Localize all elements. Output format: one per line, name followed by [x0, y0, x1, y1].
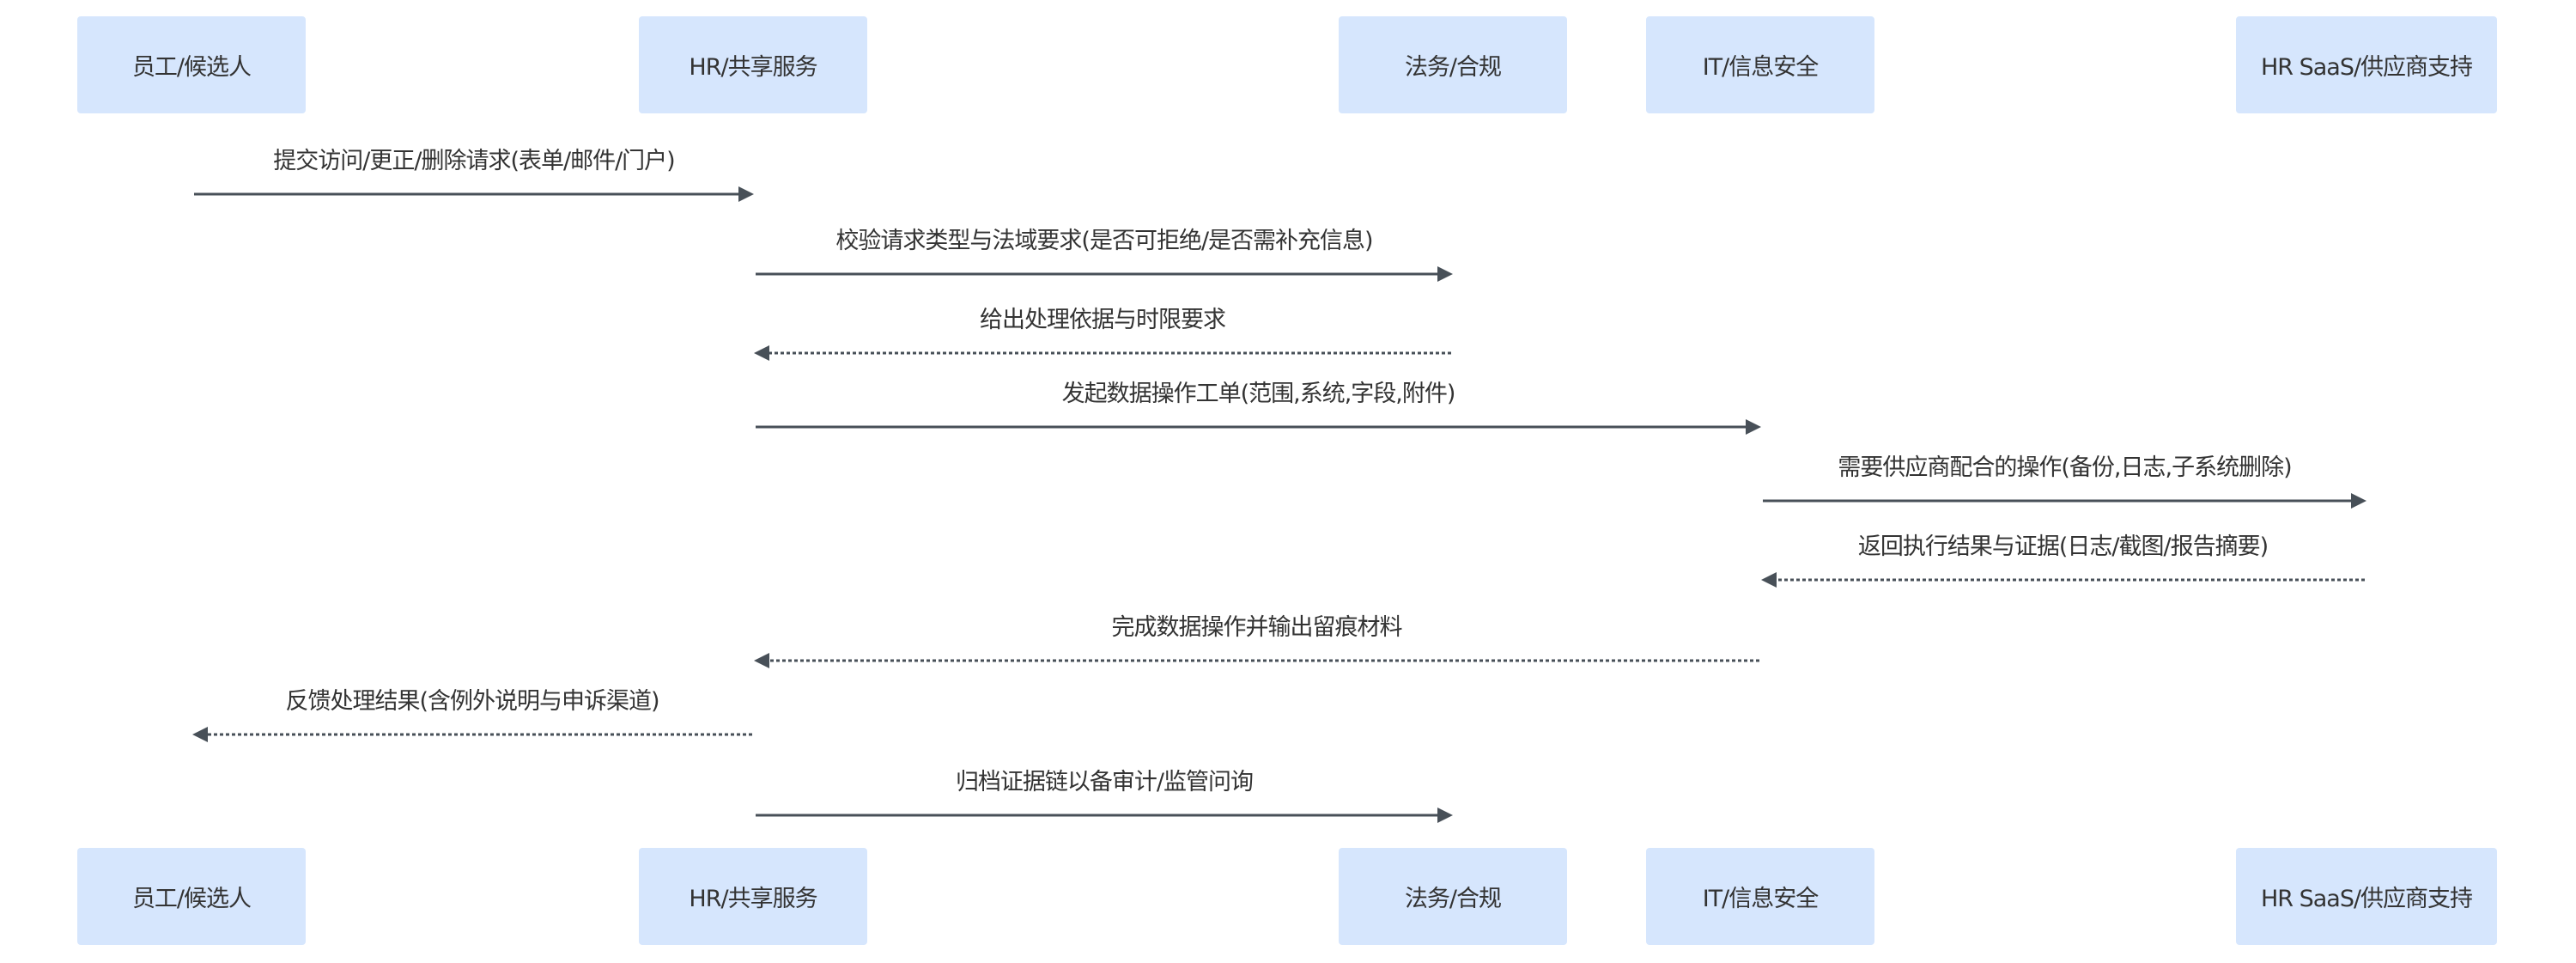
arrowhead-icon: [192, 727, 208, 742]
message-label: 给出处理依据与时限要求: [980, 307, 1226, 333]
message-1: 提交访问/更正/删除请求(表单/邮件/门户): [194, 148, 754, 202]
participant-it-top: IT/信息安全: [1646, 16, 1874, 113]
message-label: 需要供应商配合的操作(备份,日志,子系统删除): [1838, 454, 2291, 481]
participant-hr-top: HR/共享服务: [639, 16, 867, 113]
message-2: 校验请求类型与法域要求(是否可拒绝/是否需补充信息): [756, 228, 1453, 282]
message-label: 返回执行结果与证据(日志/截图/报告摘要): [1858, 533, 2268, 560]
arrowhead-icon: [2351, 493, 2366, 509]
message-9: 归档证据链以备审计/监管问询: [756, 769, 1453, 823]
message-6: 返回执行结果与证据(日志/截图/报告摘要): [1761, 533, 2365, 588]
participant-hr-bottom: HR/共享服务: [639, 848, 867, 945]
message-4: 发起数据操作工单(范围,系统,字段,附件): [756, 381, 1761, 435]
message-label: 完成数据操作并输出留痕材料: [1112, 614, 1403, 641]
participant-it-bottom: IT/信息安全: [1646, 848, 1874, 945]
message-5: 需要供应商配合的操作(备份,日志,子系统删除): [1763, 454, 2366, 509]
participant-employee-top: 员工/候选人: [77, 16, 306, 113]
message-8: 反馈处理结果(含例外说明与申诉渠道): [192, 688, 752, 742]
arrowhead-icon: [754, 345, 769, 361]
message-3: 给出处理依据与时限要求: [754, 307, 1451, 361]
participant-legal-top: 法务/合规: [1339, 16, 1567, 113]
arrowhead-icon: [1761, 572, 1777, 588]
message-label: 归档证据链以备审计/监管问询: [956, 769, 1253, 795]
message-label: 发起数据操作工单(范围,系统,字段,附件): [1062, 381, 1455, 407]
arrowhead-icon: [738, 186, 754, 202]
arrowhead-icon: [1437, 266, 1453, 282]
arrowhead-icon: [754, 653, 769, 668]
message-label: 反馈处理结果(含例外说明与申诉渠道): [285, 688, 659, 715]
participant-vendor-top: HR SaaS/供应商支持: [2236, 16, 2497, 113]
participant-employee-bottom: 员工/候选人: [77, 848, 306, 945]
message-label: 提交访问/更正/删除请求(表单/邮件/门户): [273, 148, 674, 174]
arrowhead-icon: [1746, 419, 1761, 435]
participant-legal-bottom: 法务/合规: [1339, 848, 1567, 945]
message-7: 完成数据操作并输出留痕材料: [754, 614, 1759, 668]
participant-vendor-bottom: HR SaaS/供应商支持: [2236, 848, 2497, 945]
message-label: 校验请求类型与法域要求(是否可拒绝/是否需补充信息): [835, 228, 1372, 254]
arrowhead-icon: [1437, 808, 1453, 823]
